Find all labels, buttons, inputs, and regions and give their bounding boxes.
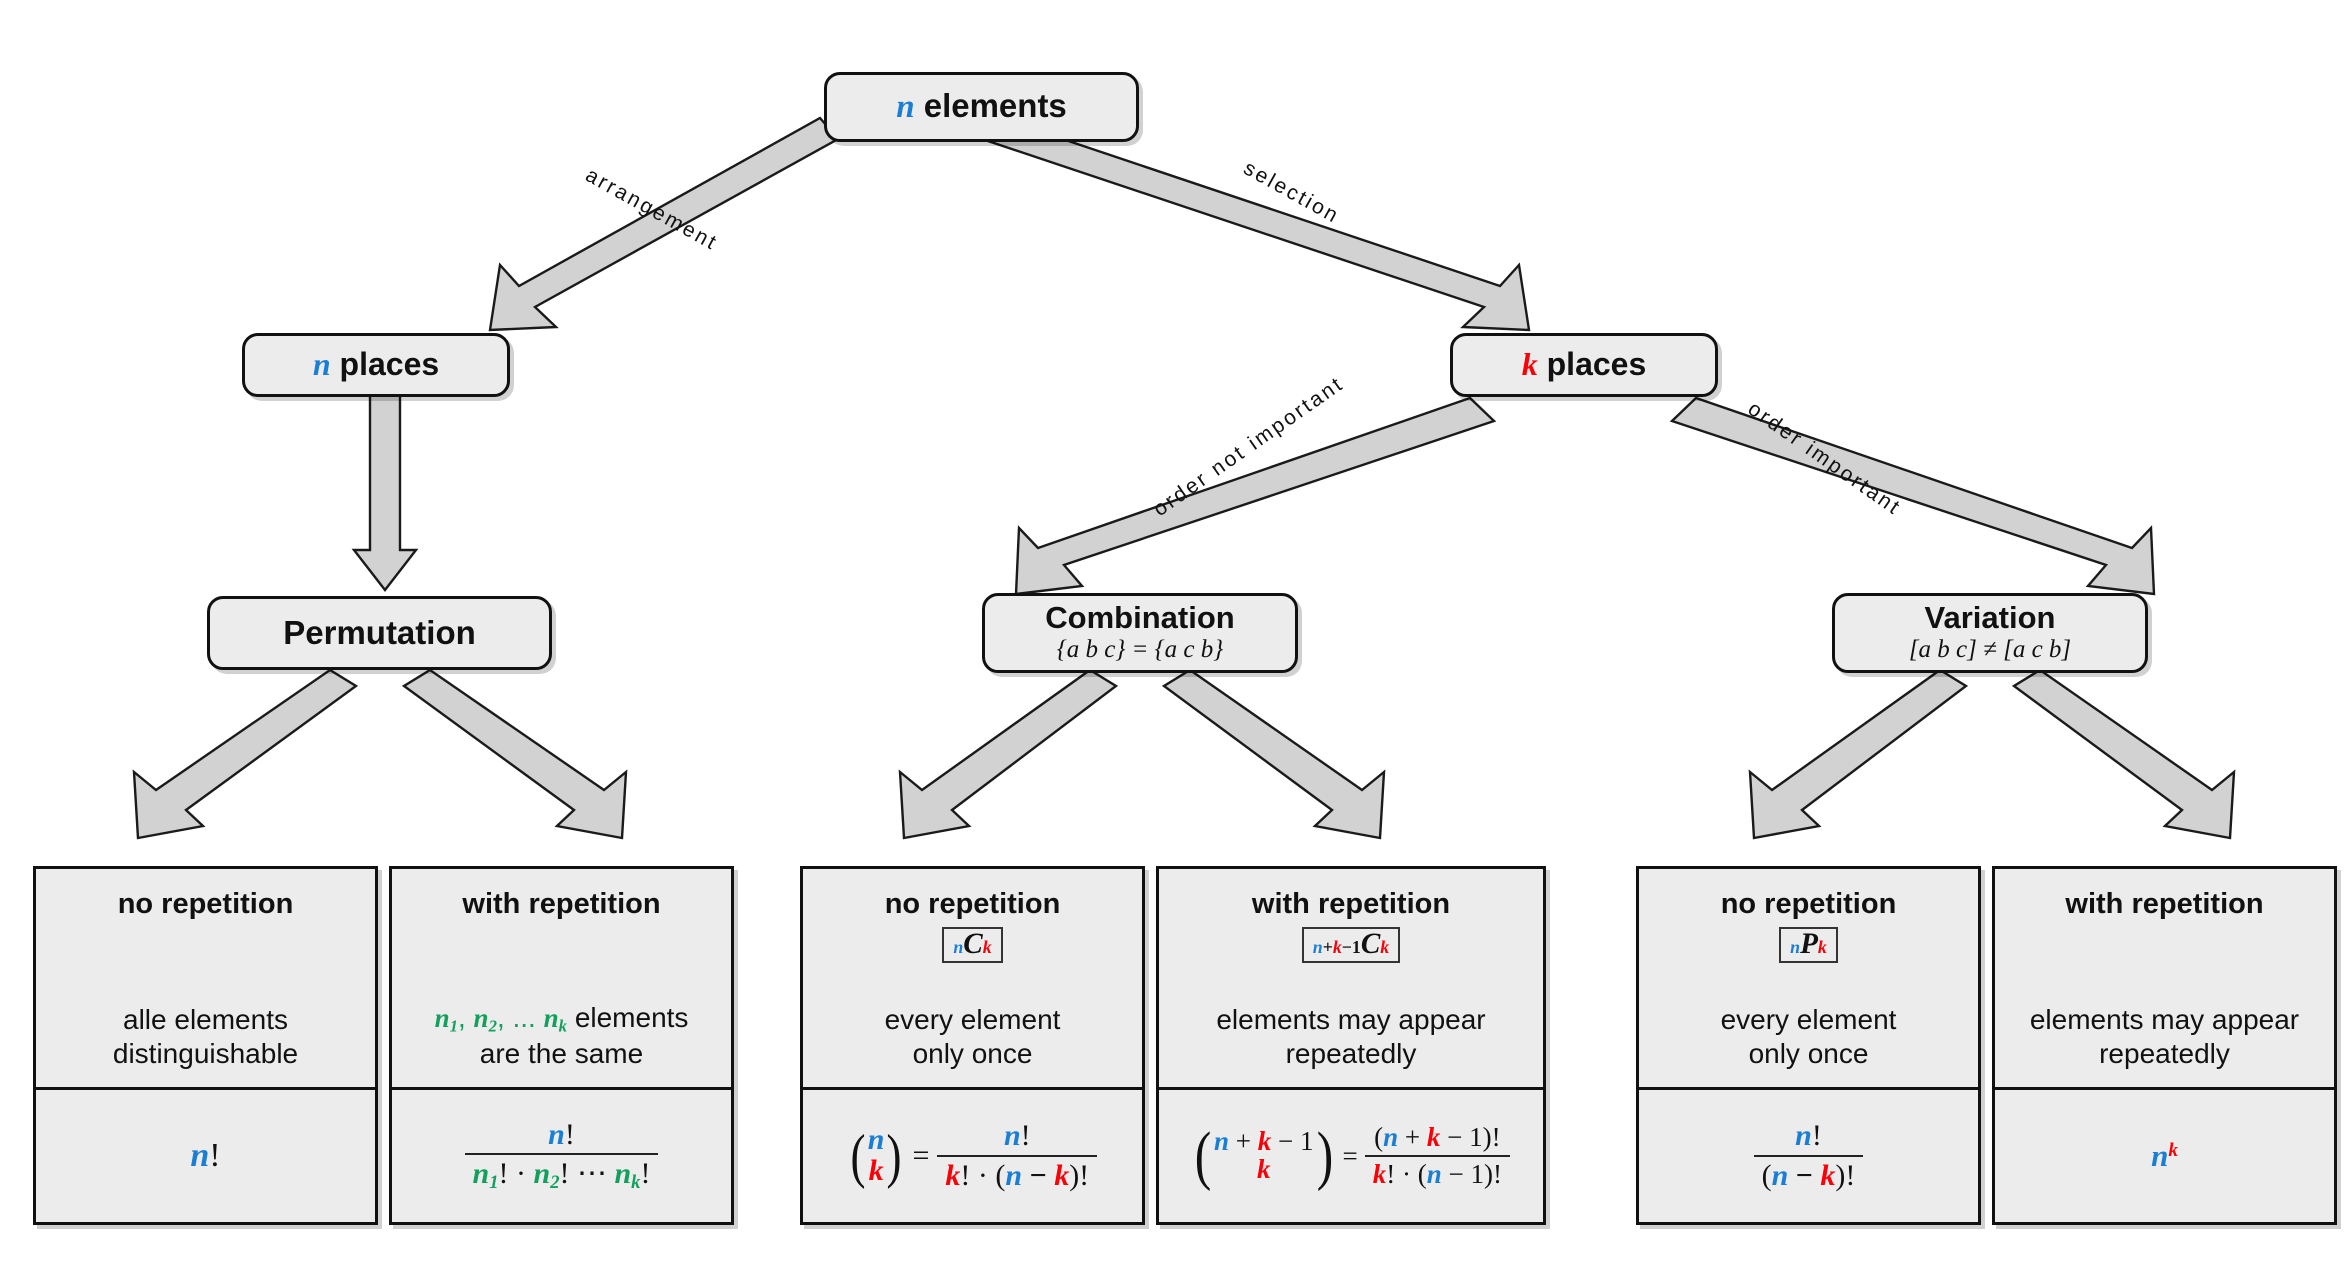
node-variation-note: [a b c] ≠ [a c b] [1908, 635, 2072, 663]
node-k-places[interactable]: k places [1450, 333, 1718, 397]
symbol-n: n [312, 346, 331, 383]
arrow-n-places-to-permutation [351, 393, 419, 592]
node-n-elements[interactable]: n elements [824, 72, 1139, 142]
leaf-description: alle elements distinguishable [36, 1003, 375, 1071]
desc-line-2: distinguishable [112, 1037, 299, 1069]
leaf-formula: n! n1! · n2! ⋯ nk! [392, 1090, 731, 1222]
leaf-heading: no repetition [884, 888, 1061, 920]
leaf-top-section: with repetition n1, n2, ... nk elements … [392, 869, 731, 1090]
arrow-selection [979, 116, 1531, 332]
arrow-permutation-right [401, 668, 628, 840]
node-n-places-label: places [339, 346, 440, 383]
edge-label-order-important: order important [1743, 397, 1906, 521]
leaf-top-section: no repetition nPk every element only onc… [1639, 869, 1978, 1090]
leaf-description: elements may appear repeatedly [1159, 1003, 1543, 1071]
leaf-top-section: with repetition elements may appear repe… [1995, 869, 2334, 1090]
desc-line-2: repeatedly [2099, 1037, 2230, 1069]
node-k-places-label: places [1546, 346, 1647, 383]
node-combination-title: Combination [1045, 600, 1235, 636]
desc-line-1: n1, n2, ... nk elements [434, 1001, 689, 1036]
desc-line-1: elements may appear [2029, 1003, 2300, 1035]
leaf-combination-with-repetition[interactable]: with repetition n+k−1Ck elements may app… [1156, 866, 1546, 1225]
edge-label-order-not-important: order not important [1149, 372, 1349, 522]
notation-badge-nPk: nPk [1779, 926, 1838, 964]
symbol-n: n [896, 89, 915, 126]
symbol-k: k [1521, 346, 1538, 383]
arrow-order-important [1669, 396, 2156, 596]
node-variation[interactable]: Variation [a b c] ≠ [a c b] [1832, 593, 2148, 673]
node-permutation-title: Permutation [283, 613, 476, 651]
arrow-variation-right [2011, 668, 2236, 840]
leaf-variation-with-repetition[interactable]: with repetition elements may appear repe… [1992, 866, 2337, 1225]
desc-line-1: every element [1720, 1003, 1897, 1035]
leaf-formula: n! [190, 1137, 221, 1174]
node-variation-title: Variation [1924, 600, 2056, 636]
node-n-elements-label: elements [923, 87, 1067, 125]
leaf-top-section: no repetition nCk every element only onc… [803, 869, 1142, 1090]
arrow-variation-left [1748, 668, 1969, 840]
desc-line-2: are the same [479, 1037, 644, 1069]
leaf-combination-no-repetition[interactable]: no repetition nCk every element only onc… [800, 866, 1145, 1225]
arrow-combination-right [1161, 668, 1386, 840]
desc-word-elements: elements [574, 1001, 689, 1033]
leaf-formula: ( n k ) = n! k! · (n − k)! [803, 1090, 1142, 1222]
notation-badge-ncK: nCk [942, 926, 1003, 964]
leaf-description: every element only once [1639, 1003, 1978, 1071]
desc-line-1: alle elements [123, 1003, 288, 1035]
notation-badge-npkm1Ck: n+k−1Ck [1301, 926, 1401, 964]
desc-line-2: only once [1748, 1037, 1869, 1069]
node-n-places[interactable]: n places [242, 333, 510, 397]
leaf-formula: nk [2151, 1138, 2178, 1173]
leaf-description: elements may appear repeatedly [1995, 1003, 2334, 1071]
arrow-combination-left [898, 668, 1119, 840]
leaf-formula: n! (n − k)! [1639, 1090, 1978, 1222]
leaf-top-section: no repetition alle elements distinguisha… [36, 869, 375, 1090]
leaf-permutation-with-repetition[interactable]: with repetition n1, n2, ... nk elements … [389, 866, 734, 1225]
desc-line-1: every element [884, 1003, 1061, 1035]
desc-line-2: only once [912, 1037, 1033, 1069]
desc-line-2: repeatedly [1285, 1037, 1417, 1069]
leaf-heading: with repetition [1251, 888, 1451, 920]
arrow-permutation-left [132, 668, 359, 840]
leaf-formula: ( n + k − 1 k ) = (n + k − 1)! k! · (n [1159, 1090, 1543, 1222]
desc-line-1: elements may appear [1216, 1003, 1486, 1035]
edge-label-arrangement: arrangement [581, 163, 722, 256]
leaf-heading: no repetition [1720, 888, 1897, 920]
node-combination-note: {a b c} = {a c b} [1056, 635, 1224, 663]
leaf-heading: with repetition [462, 888, 661, 920]
leaf-description: n1, n2, ... nk elements are the same [392, 1001, 731, 1071]
leaf-heading: with repetition [2065, 888, 2264, 920]
edge-label-selection: selection [1239, 156, 1344, 229]
leaf-description: every element only once [803, 1003, 1142, 1071]
node-permutation[interactable]: Permutation [207, 596, 552, 670]
leaf-variation-no-repetition[interactable]: no repetition nPk every element only onc… [1636, 866, 1981, 1225]
node-combination[interactable]: Combination {a b c} = {a c b} [982, 593, 1298, 673]
leaf-heading: no repetition [117, 888, 294, 920]
leaf-permutation-no-repetition[interactable]: no repetition alle elements distinguisha… [33, 866, 378, 1225]
leaf-top-section: with repetition n+k−1Ck elements may app… [1159, 869, 1543, 1090]
